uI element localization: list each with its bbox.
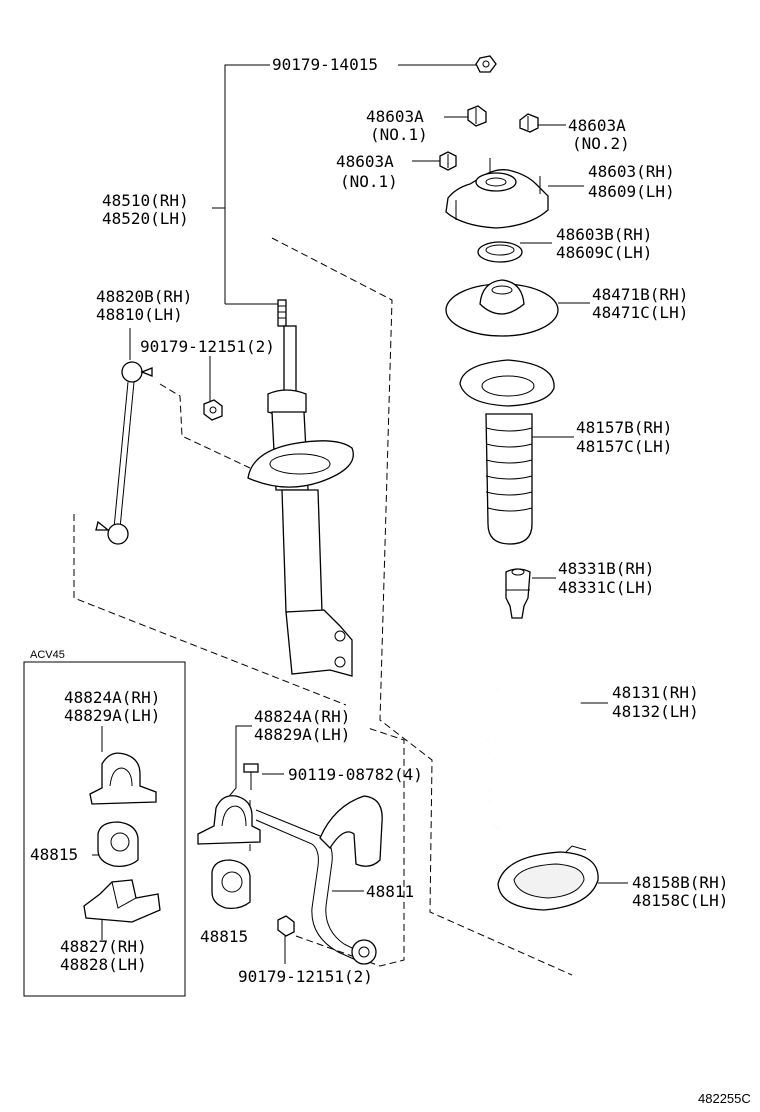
label-48603b-rh: 48603B(RH) <box>556 225 652 244</box>
label-90179-12151-top: 90179-12151(2) <box>140 337 275 356</box>
label-48603a-no2: 48603A <box>568 116 626 135</box>
label-48520-lh: 48520(LH) <box>102 209 189 228</box>
coil-spring-48131 <box>483 673 586 841</box>
nut-90179-12151-bottom <box>277 915 295 937</box>
bump-stopper-48331b <box>505 568 531 619</box>
label-box-48815: 48815 <box>30 845 78 864</box>
label-48510-rh: 48510(RH) <box>102 191 189 210</box>
label-acv45: ACV45 <box>30 649 65 661</box>
label-48815: 48815 <box>200 927 248 946</box>
support-48603 <box>445 158 549 229</box>
label-48132-lh: 48132(LH) <box>612 702 699 721</box>
stabilizer-bar-48811 <box>255 795 383 965</box>
nut-90179-12151-top <box>203 399 223 421</box>
label-90179-14015: 90179-14015 <box>272 55 378 74</box>
label-48609-lh: 48609(LH) <box>588 182 675 201</box>
insulator-48471b <box>445 279 559 337</box>
label-90179-12151-bottom: 90179-12151(2) <box>238 967 373 986</box>
label-48603a-no1-top-sub: (NO.1) <box>370 125 428 144</box>
dust-boot-48157b <box>459 359 555 545</box>
label-48829a-lh: 48829A(LH) <box>254 725 350 744</box>
bolt-90119-08782 <box>243 763 259 790</box>
box-bushing-48815 <box>97 821 139 868</box>
label-48603a-no1-mid-sub: (NO.1) <box>340 172 398 191</box>
bracket-48824a <box>197 795 261 845</box>
label-box-48828-lh: 48828(LH) <box>60 955 147 974</box>
label-box-48824a-rh: 48824A(RH) <box>64 688 160 707</box>
label-48603a-no2-sub: (NO.2) <box>572 134 630 153</box>
label-48331c-lh: 48331C(LH) <box>558 578 654 597</box>
label-48603a-no1-top: 48603A <box>366 107 424 126</box>
label-48811: 48811 <box>366 882 414 901</box>
box-bracket-48827 <box>83 879 161 923</box>
label-48810-lh: 48810(LH) <box>96 305 183 324</box>
label-box-48827-rh: 48827(RH) <box>60 937 147 956</box>
label-48131-rh: 48131(RH) <box>612 683 699 702</box>
bushing-48815 <box>211 859 251 910</box>
label-48603a-no1-mid: 48603A <box>336 152 394 171</box>
label-48471b-rh: 48471B(RH) <box>592 285 688 304</box>
nut-90179-14015 <box>475 55 497 73</box>
label-48157c-lh: 48157C(LH) <box>576 437 672 456</box>
spring-insulator-48158b <box>497 845 599 911</box>
nut-48603a-no1-top <box>467 105 487 127</box>
label-48331b-rh: 48331B(RH) <box>558 559 654 578</box>
stabilizer-link-48820b <box>95 361 153 545</box>
part-labels: 90179-14015 48603A (NO.1) 48603A (NO.2) … <box>30 55 751 1106</box>
dashed-assembly-lines <box>73 237 573 976</box>
label-48609c-lh: 48609C(LH) <box>556 243 652 262</box>
label-90119-08782: 90119-08782(4) <box>288 765 423 784</box>
bearing-48603b <box>477 241 523 263</box>
label-48820b-rh: 48820B(RH) <box>96 287 192 306</box>
label-48824a-rh: 48824A(RH) <box>254 707 350 726</box>
label-48158b-rh: 48158B(RH) <box>632 873 728 892</box>
label-48603-rh: 48603(RH) <box>588 162 675 181</box>
label-48157b-rh: 48157B(RH) <box>576 418 672 437</box>
nut-48603a-no1-mid <box>439 151 457 171</box>
shock-absorber-48510 <box>247 299 354 677</box>
nut-48603a-no2 <box>519 113 539 133</box>
box-bracket-48824a <box>89 752 157 805</box>
figure-code: 482255C <box>698 1091 751 1106</box>
label-box-48829a-lh: 48829A(LH) <box>64 706 160 725</box>
label-48471c-lh: 48471C(LH) <box>592 303 688 322</box>
label-48158c-lh: 48158C(LH) <box>632 891 728 910</box>
acv45-inset-box <box>23 661 186 997</box>
